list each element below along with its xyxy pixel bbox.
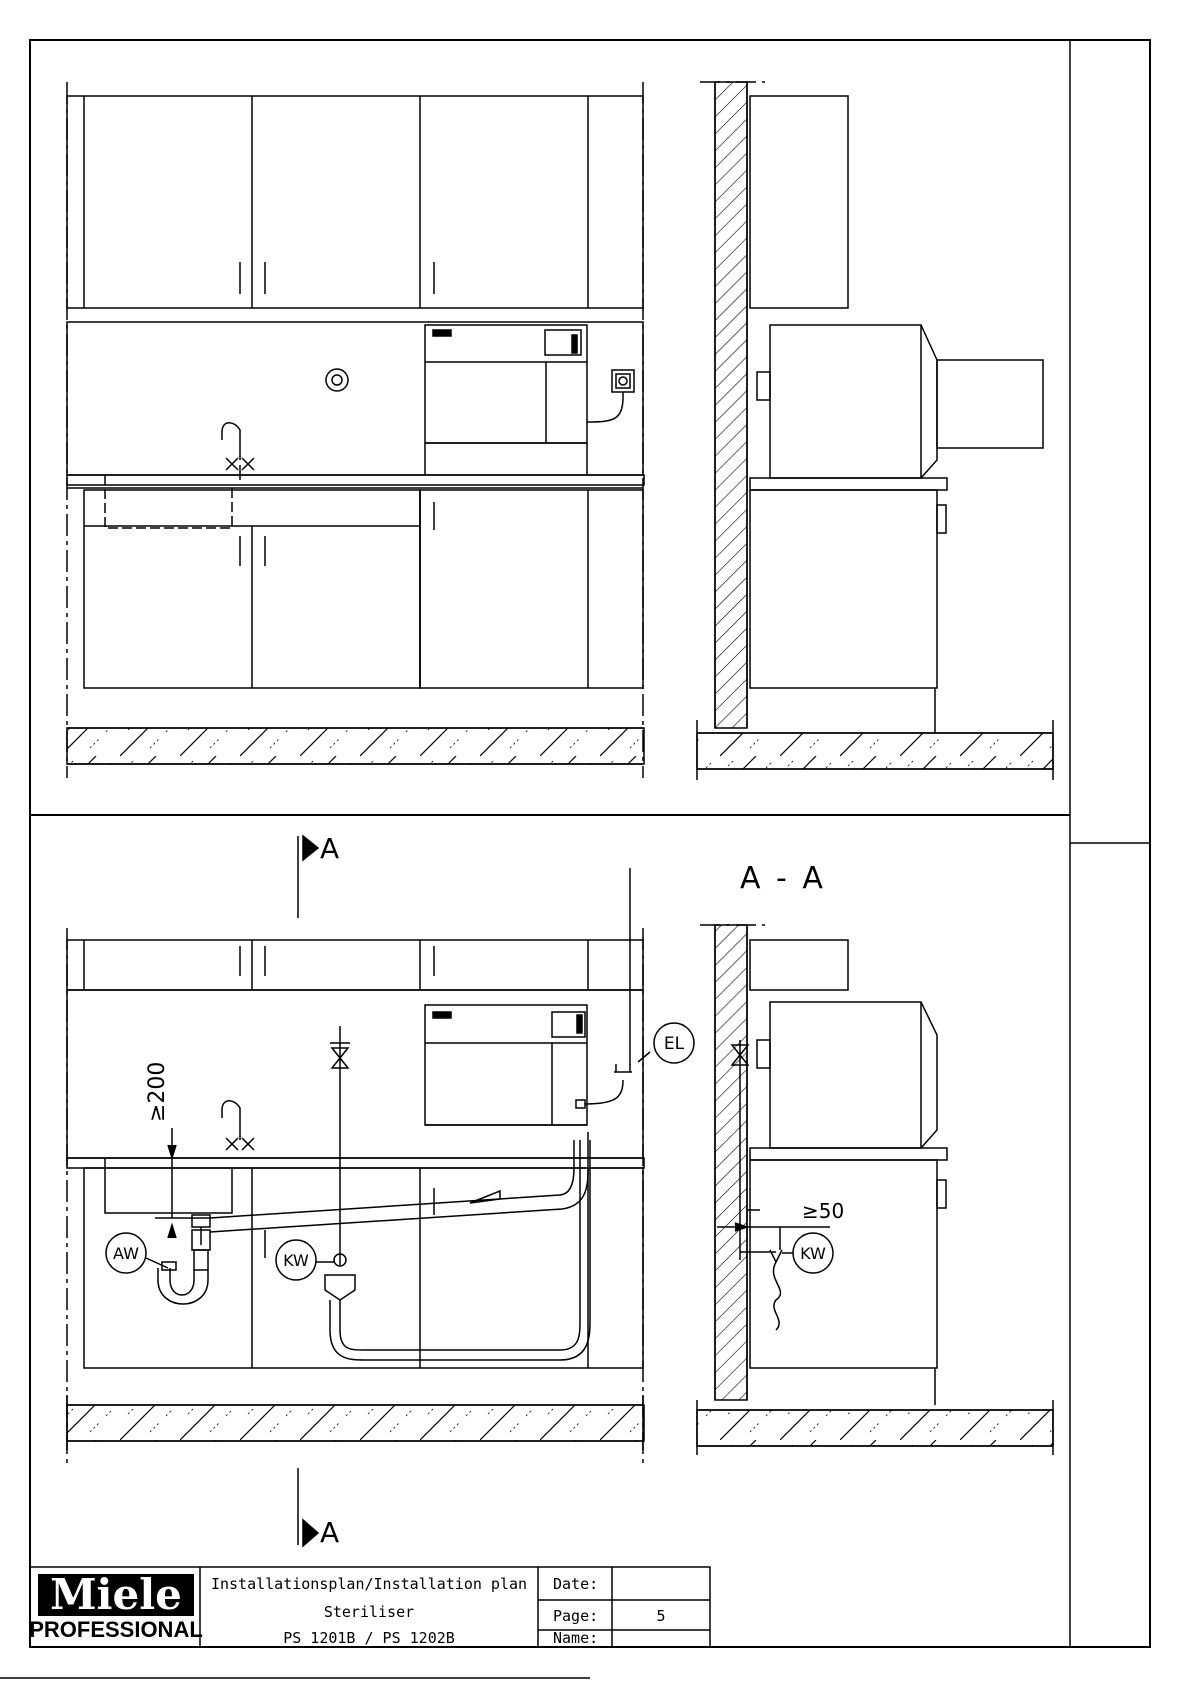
brand-subline: PROFESSIONAL [29,1617,203,1642]
date-label: Date: [553,1575,598,1593]
brand-logo: Miele PROFESSIONAL [29,1570,203,1642]
top-front-view [67,82,644,778]
dimension-200 [155,1128,210,1238]
section-arrow-top-label: A [320,832,339,865]
callout-el: EL [664,1034,685,1054]
bottom-front-view [67,836,650,1546]
callout-aw: AW [113,1244,139,1263]
wall-cabinets [67,96,643,308]
water-valve [330,1026,350,1265]
name-label: Name: [553,1629,598,1647]
top-side-view [697,82,1053,780]
model-numbers: PS 1201B / PS 1202B [283,1629,455,1647]
product-name: Steriliser [324,1603,414,1621]
section-arrow-bottom-label: A [320,1516,339,1549]
section-a-a-view [697,925,1053,1455]
tap-bottom [222,1101,254,1150]
section-arrow-bottom [298,1468,318,1546]
page-value: 5 [656,1607,665,1625]
cold-water-hose [325,1140,590,1360]
floor-top-front [67,728,644,764]
section-arrow-top [298,836,318,918]
plan-title: Installationsplan/Installation plan [211,1575,527,1593]
drain-hose [210,1132,588,1232]
drain-symbol [326,369,348,391]
callout-kw-front: KW [283,1251,309,1270]
tap-top [222,423,254,480]
section-title: A - A [740,861,826,896]
power-cable [585,868,650,1104]
steriliser-front-installed [425,1005,587,1125]
page-label: Page: [553,1607,598,1625]
power-socket [587,370,634,422]
callout-kw-side: KW [800,1244,826,1263]
siphon [158,1215,210,1304]
base-cabinets [84,490,643,688]
dimension-200-label: ≥200 [145,1062,170,1122]
dimension-50-label: ≥50 [802,1199,844,1223]
brand-wordmark: Miele [50,1570,182,1619]
steriliser-front [425,325,587,475]
